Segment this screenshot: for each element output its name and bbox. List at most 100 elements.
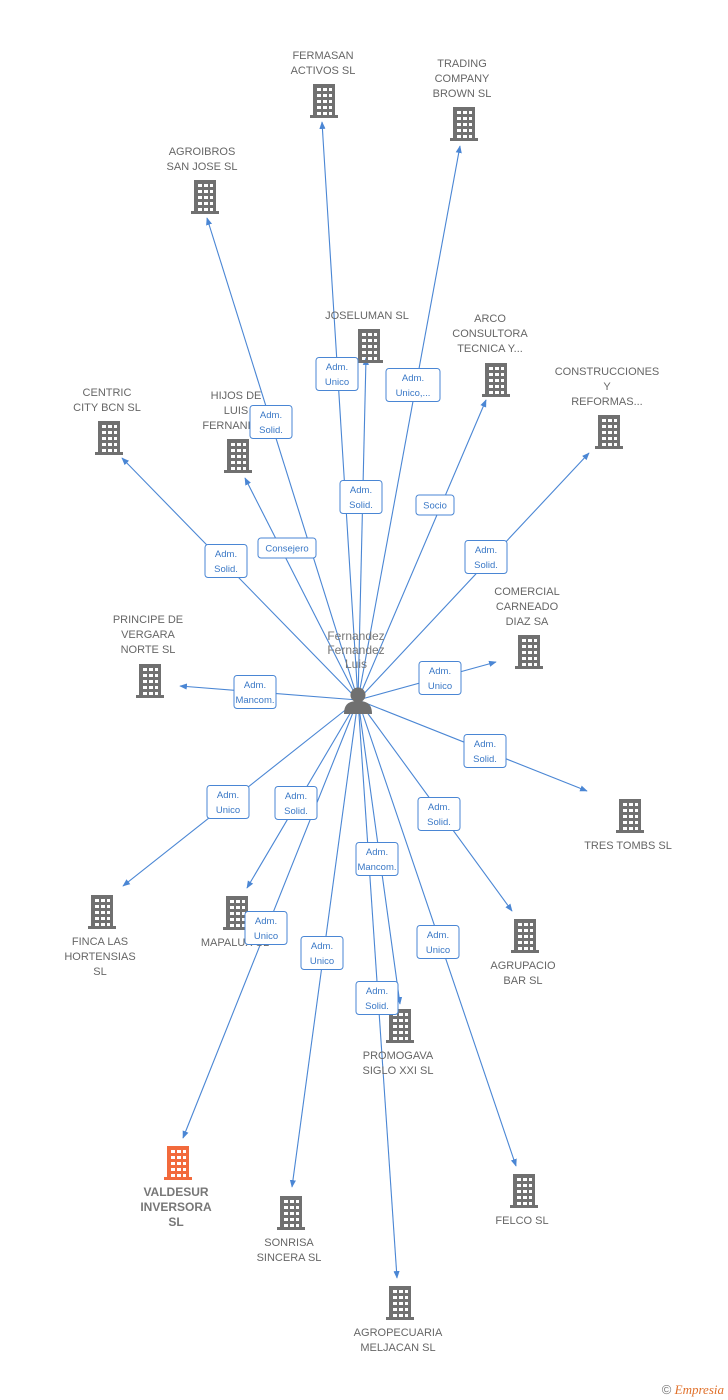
company-label: CITY BCN SL <box>73 402 141 414</box>
edge-label-box <box>257 537 317 559</box>
company-label: FINCA LAS <box>72 936 128 948</box>
edge-label-text: Adm. <box>350 485 372 496</box>
edge-line-hijos <box>244 477 359 701</box>
company-label: BAR SL <box>503 975 542 987</box>
company-label: Y <box>603 381 611 393</box>
edge-label-felco[interactable]: Adm.Unico <box>416 925 460 959</box>
company-label: CONSULTORA <box>452 328 528 340</box>
edge-label-text: Unico <box>216 805 240 816</box>
company-label: VERGARA <box>121 629 175 641</box>
edge-label-text: Adm. <box>402 373 424 384</box>
brand-logo-text: Empresia <box>674 1382 724 1397</box>
edge-label-box <box>464 540 508 574</box>
company-node-felco[interactable]: FELCO SL <box>495 1174 549 1227</box>
edge-label-box <box>355 842 399 876</box>
edge-label-text: Solid. <box>214 564 238 575</box>
center-label-line: Luis <box>345 657 367 671</box>
edge-label-agrupacio[interactable]: Adm.Solid. <box>417 797 461 831</box>
company-label: BROWN SL <box>433 88 492 100</box>
company-label: SL <box>168 1215 183 1229</box>
edge-label-agropecuaria[interactable]: Adm.Solid. <box>355 981 399 1015</box>
edge-label-text: Adm. <box>366 986 388 997</box>
edge-label-text: Adm. <box>311 941 333 952</box>
edge-line-agroibros <box>206 217 359 701</box>
company-label: ARCO <box>474 313 506 325</box>
edge-label-text: Consejero <box>265 544 308 555</box>
company-label: ACTIVOS SL <box>291 65 356 77</box>
edge-label-promogava[interactable]: Adm.Mancom. <box>355 842 399 876</box>
edge-label-valdesur[interactable]: Adm.Unico <box>244 911 288 945</box>
company-label: TRES TOMBS SL <box>584 840 672 852</box>
company-label: HIJOS DE <box>211 390 262 402</box>
building-icon <box>355 329 383 363</box>
edge-label-mapalux[interactable]: Adm.Solid. <box>274 786 318 820</box>
company-node-trestombs[interactable]: TRES TOMBS SL <box>584 799 672 852</box>
company-label: COMPANY <box>435 73 490 85</box>
person-icon <box>344 687 372 714</box>
edge-label-box <box>339 480 383 514</box>
edge-label-sonrisa[interactable]: Adm.Unico <box>300 936 344 970</box>
company-node-construcciones[interactable]: CONSTRUCCIONESYREFORMAS... <box>555 366 660 449</box>
company-label: SAN JOSE SL <box>167 161 238 173</box>
edge-label-centric[interactable]: Adm.Solid. <box>204 544 248 578</box>
edge-label-text: Solid. <box>473 754 497 765</box>
company-node-agrupacio[interactable]: AGRUPACIO BAR SL <box>490 919 556 987</box>
edge-line-centric <box>121 457 359 701</box>
edge-label-text: Adm. <box>260 410 282 421</box>
building-icon <box>310 84 338 118</box>
edge-label-text: Solid. <box>474 560 498 571</box>
edge-label-text: Adm. <box>244 680 266 691</box>
company-label: AGROPECUARIA <box>354 1327 443 1339</box>
edge-label-construcciones[interactable]: Adm.Solid. <box>464 540 508 574</box>
company-label: PRINCIPE DE <box>113 614 183 626</box>
edge-label-principe[interactable]: Adm.Mancom. <box>233 675 277 709</box>
edge-label-comercial[interactable]: Adm.Unico <box>418 661 462 695</box>
edge-label-box <box>385 368 441 402</box>
edge-label-finca[interactable]: Adm. Unico <box>206 785 250 819</box>
edge-label-box <box>274 786 318 820</box>
edge-label-box <box>417 797 461 831</box>
building-icon <box>95 421 123 455</box>
company-label: LUIS <box>224 405 248 417</box>
company-label: CONSTRUCCIONES <box>555 366 660 378</box>
edge-label-box <box>355 981 399 1015</box>
company-label: AGRUPACIO <box>490 960 556 972</box>
edge-label-text: Adm. <box>326 362 348 373</box>
edge-label-box <box>249 405 293 439</box>
edge-label-trading[interactable]: Adm.Unico,... <box>385 368 441 402</box>
edge-label-text: Adm. <box>217 790 239 801</box>
edge-label-arco[interactable]: Socio <box>415 494 455 516</box>
company-node-joseluman[interactable]: JOSELUMAN SL <box>325 310 409 363</box>
edge-line-trading <box>357 145 462 701</box>
building-icon <box>136 664 164 698</box>
edge-label-box <box>315 357 359 391</box>
edge-label-box <box>204 544 248 578</box>
edge-label-fermasan[interactable]: Adm.Unico <box>315 357 359 391</box>
edge-label-joseluman[interactable]: Adm.Solid. <box>339 480 383 514</box>
edge-label-agroibros[interactable]: Adm.Solid. <box>249 405 293 439</box>
edge-label-text: Mancom. <box>357 862 396 873</box>
company-label: INVERSORA <box>140 1200 212 1214</box>
edge-line-construcciones <box>357 452 590 701</box>
edge-label-box <box>206 785 250 819</box>
edge-label-text: Socio <box>423 501 447 512</box>
edge-label-hijos[interactable]: Consejero <box>257 537 317 559</box>
edge-label-text: Adm. <box>427 930 449 941</box>
building-icon <box>277 1196 305 1230</box>
edge-label-trestombs[interactable]: Adm.Solid. <box>463 734 507 768</box>
